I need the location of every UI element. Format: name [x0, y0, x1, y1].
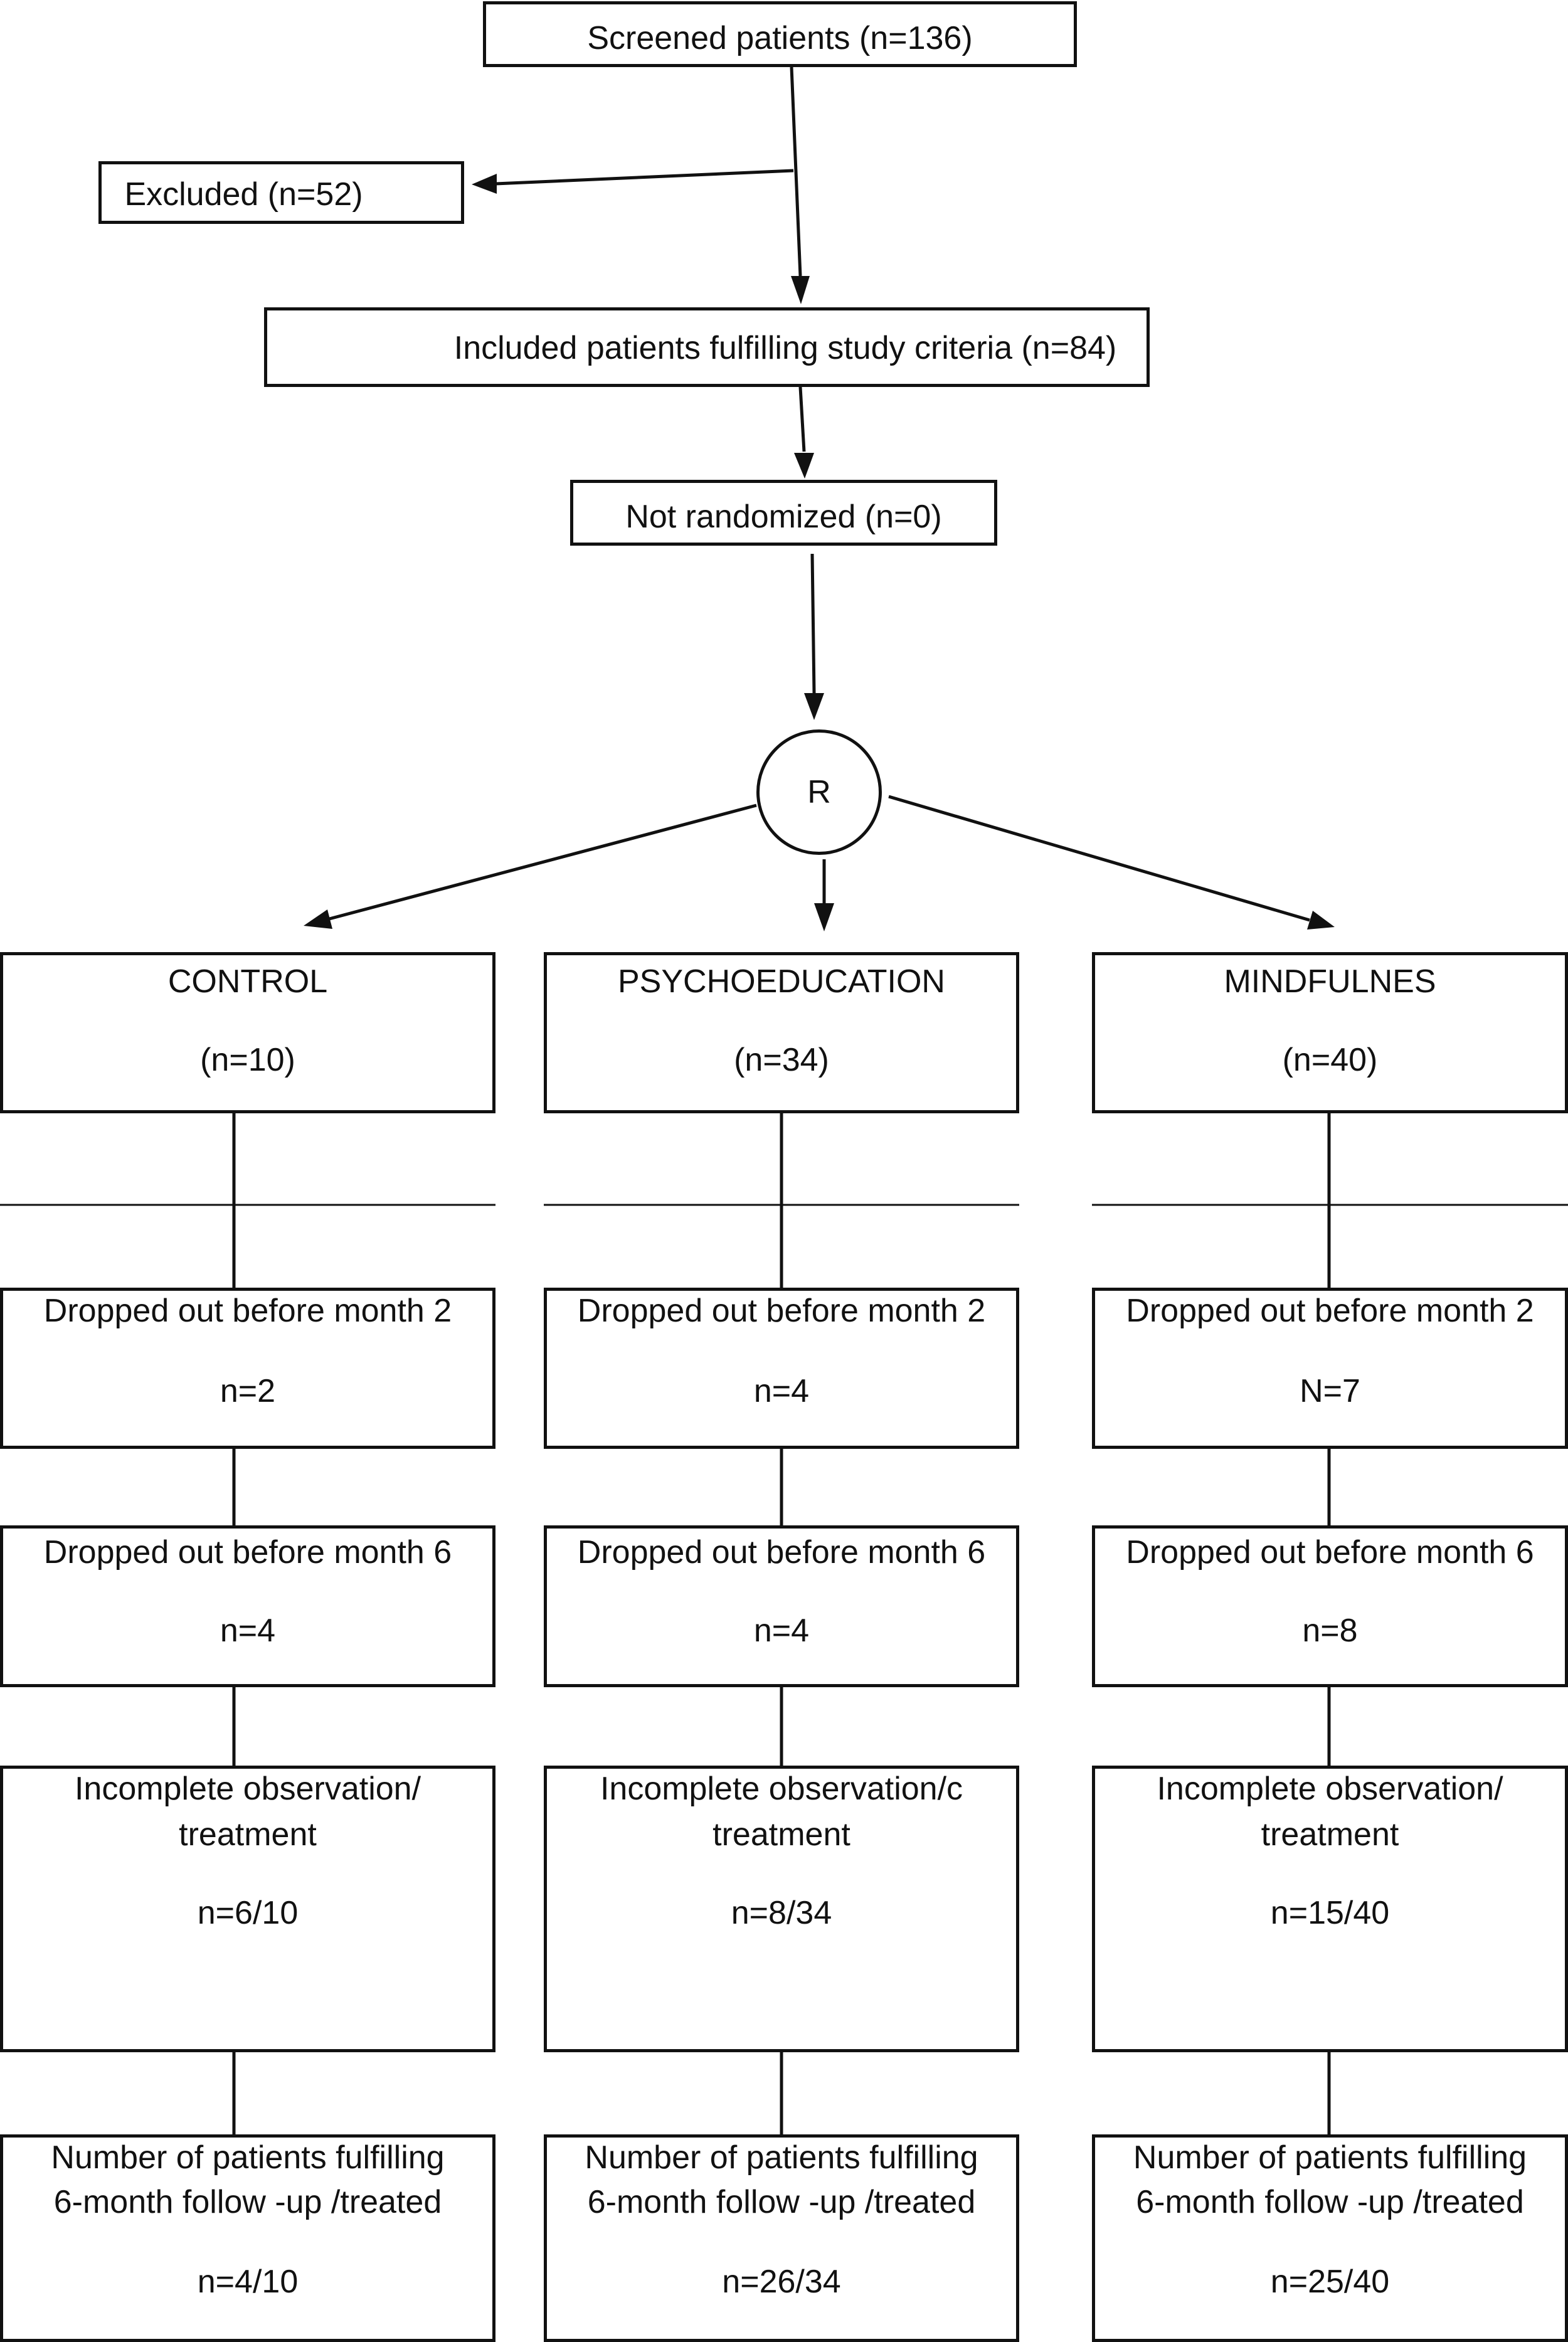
- dropped-m6-box-psychoeducation: Dropped out before month 6 n=4: [544, 1525, 1019, 1687]
- arm-name: MINDFULNES: [1224, 963, 1436, 1000]
- dropped-m2-value: n=4: [753, 1373, 810, 1409]
- incomplete-value: n=15/40: [1270, 1895, 1390, 1931]
- incomplete-box-psychoeducation: Incomplete observation/c treatment n=8/3…: [544, 1766, 1019, 2052]
- dropped-m2-box-mindfulness: Dropped out before month 2 N=7: [1092, 1288, 1568, 1449]
- dropped-m6-box-control: Dropped out before month 6 n=4: [0, 1525, 495, 1687]
- arm-count: (n=40): [1282, 1042, 1378, 1078]
- dropped-m6-value: n=8: [1302, 1613, 1358, 1649]
- arm-box-control: CONTROL (n=10): [0, 952, 495, 1113]
- arrowhead-to-r: [804, 693, 824, 720]
- incomplete-label-line1: Incomplete observation/: [1157, 1771, 1503, 1807]
- screened-box: Screened patients (n=136): [483, 1, 1077, 67]
- arrowhead-to-psychoeducation: [814, 903, 834, 931]
- incomplete-box-mindfulness: Incomplete observation/ treatment n=15/4…: [1092, 1766, 1568, 2052]
- fulfilling-value: n=26/34: [722, 2264, 841, 2300]
- dropped-m6-box-mindfulness: Dropped out before month 6 n=8: [1092, 1525, 1568, 1687]
- arm-box-psychoeducation: PSYCHOEDUCATION (n=34): [544, 952, 1019, 1113]
- excluded-label: Excluded (n=52): [124, 176, 363, 213]
- randomization-circle: R: [756, 729, 882, 855]
- incomplete-label-line2: treatment: [712, 1816, 850, 1853]
- incomplete-label-line2: treatment: [179, 1816, 317, 1853]
- dropped-m2-box-control: Dropped out before month 2 n=2: [0, 1288, 495, 1449]
- fulfilling-value: n=4/10: [197, 2264, 299, 2300]
- fulfilling-label-line2: 6-month follow -up /treated: [587, 2184, 976, 2220]
- arm-name: CONTROL: [167, 963, 328, 1000]
- connector-r-to-mindfulness: [888, 795, 1310, 922]
- fulfilling-box-control: Number of patients fulfilling 6-month fo…: [0, 2134, 495, 2342]
- arm-name: PSYCHOEDUCATION: [618, 963, 945, 1000]
- screened-label: Screened patients (n=136): [587, 20, 973, 56]
- fulfilling-label-line1: Number of patients fulfilling: [585, 2139, 978, 2176]
- dropped-m6-value: n=4: [753, 1613, 810, 1649]
- dropped-m2-value: n=2: [220, 1373, 276, 1409]
- arrowhead-to-included: [791, 276, 810, 304]
- incomplete-box-control: Incomplete observation/ treatment n=6/10: [0, 1766, 495, 2052]
- arm-count: (n=10): [200, 1042, 295, 1078]
- included-label: Included patients fulfilling study crite…: [453, 330, 1117, 366]
- fulfilling-box-mindfulness: Number of patients fulfilling 6-month fo…: [1092, 2134, 1568, 2342]
- fulfilling-box-psychoeducation: Number of patients fulfilling 6-month fo…: [544, 2134, 1019, 2342]
- connector-to-excluded: [495, 169, 794, 186]
- incomplete-label-line1: Incomplete observation/: [74, 1771, 421, 1807]
- randomization-label: R: [807, 774, 831, 810]
- arrowhead-to-mindfulness: [1307, 911, 1335, 930]
- arrowhead-to-control: [304, 909, 332, 929]
- incomplete-label-line1: Incomplete observation/c: [600, 1771, 963, 1807]
- incomplete-value: n=6/10: [197, 1895, 299, 1931]
- arm-box-mindfulness: MINDFULNES (n=40): [1092, 952, 1568, 1113]
- dropped-m2-box-psychoeducation: Dropped out before month 2 n=4: [544, 1288, 1019, 1449]
- connector-not-randomized-to-r: [810, 553, 816, 694]
- connector-included-to-not-randomized: [798, 386, 806, 452]
- dropped-m6-label: Dropped out before month 6: [43, 1534, 452, 1571]
- excluded-box: Excluded (n=52): [98, 161, 464, 224]
- dropped-m2-label: Dropped out before month 2: [43, 1293, 452, 1329]
- dropped-m6-value: n=4: [220, 1613, 276, 1649]
- dropped-m6-label: Dropped out before month 6: [577, 1534, 986, 1571]
- fulfilling-label-line2: 6-month follow -up /treated: [53, 2184, 442, 2220]
- incomplete-value: n=8/34: [731, 1895, 832, 1931]
- fulfilling-label-line1: Number of patients fulfilling: [1133, 2139, 1527, 2176]
- included-box: Included patients fulfilling study crite…: [264, 307, 1150, 387]
- arrowhead-to-excluded: [472, 174, 497, 194]
- dropped-m2-label: Dropped out before month 2: [1126, 1293, 1534, 1329]
- fulfilling-label-line2: 6-month follow -up /treated: [1136, 2184, 1524, 2220]
- connector-r-to-control: [329, 803, 757, 921]
- connector-screened-to-included: [790, 66, 802, 277]
- dropped-m2-label: Dropped out before month 2: [577, 1293, 986, 1329]
- arm-count: (n=34): [734, 1042, 829, 1078]
- not-randomized-box: Not randomized (n=0): [570, 480, 997, 546]
- arrowhead-to-not-randomized: [794, 453, 814, 479]
- fulfilling-value: n=25/40: [1270, 2264, 1390, 2300]
- fulfilling-label-line1: Number of patients fulfilling: [51, 2139, 445, 2176]
- incomplete-label-line2: treatment: [1261, 1816, 1399, 1853]
- dropped-m6-label: Dropped out before month 6: [1126, 1534, 1534, 1571]
- dropped-m2-value: N=7: [1300, 1373, 1360, 1409]
- not-randomized-label: Not randomized (n=0): [625, 499, 942, 535]
